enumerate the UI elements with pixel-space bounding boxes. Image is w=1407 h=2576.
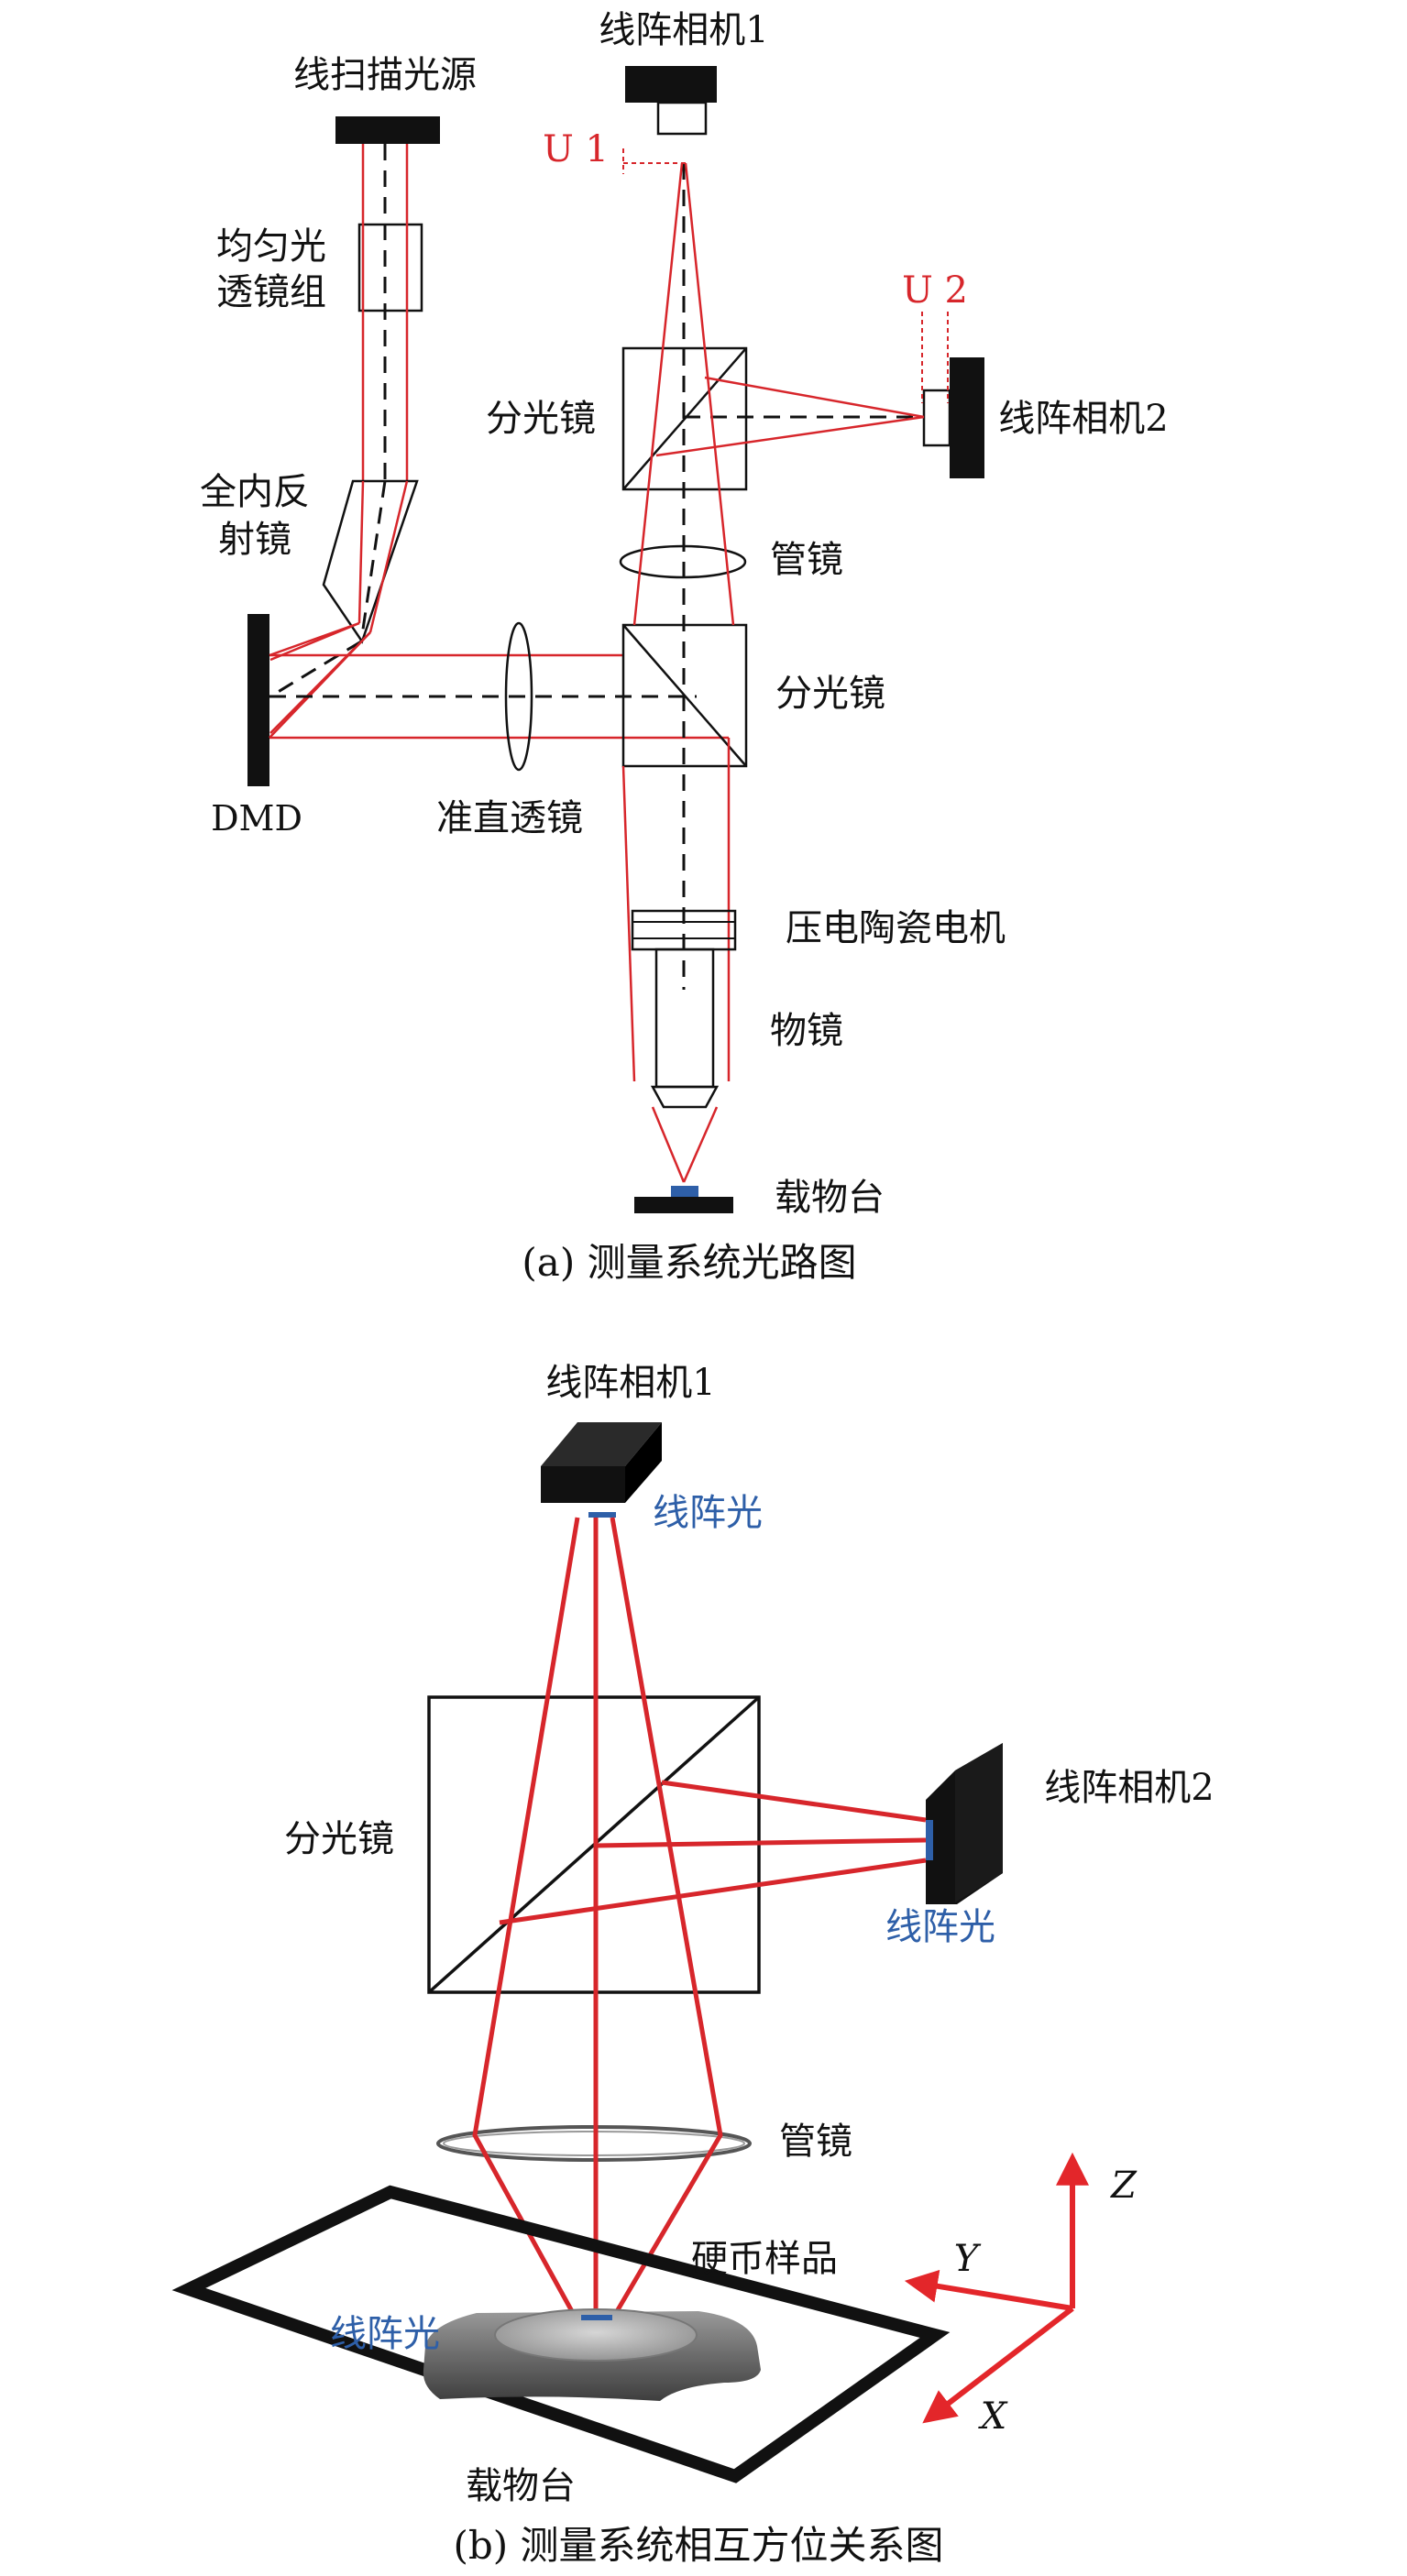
label-light-source: 线扫描光源 (293, 54, 477, 96)
label-camera1-a: 线阵相机1 (599, 9, 768, 51)
panel-a: 线阵相机1 线扫描光源 均匀光 透镜组 U 1 U 2 分光镜 线阵相机2 全内… (200, 9, 1169, 1285)
label-beamsplitter-top: 分光镜 (486, 398, 596, 440)
label-beamsplitter-bottom: 分光镜 (775, 673, 885, 715)
camera2-sensor (922, 389, 951, 447)
imaging-beam (621, 162, 925, 1183)
objective-tip (650, 1085, 720, 1109)
label-stage-b: 载物台 (466, 2465, 576, 2507)
label-coin-sample: 硬币样品 (691, 2238, 838, 2280)
label-line-light-sample: 线阵光 (330, 2313, 440, 2355)
u-markers (622, 148, 949, 403)
label-u1: U 1 (543, 128, 609, 170)
label-line-light-right: 线阵光 (885, 1906, 995, 1948)
panel-b: 线阵相机1 线阵光 分光镜 线阵相机2 线阵光 管镜 硬币样品 线阵光 载物台 … (171, 1362, 1215, 2568)
axis-x-arrow (922, 2306, 1074, 2424)
collimated-beam (269, 621, 729, 740)
label-collimator: 准直透镜 (436, 797, 583, 839)
label-dmd: DMD (211, 798, 302, 839)
light-source (335, 116, 440, 144)
stage-a (634, 1197, 733, 1213)
camera1-b-side (625, 1422, 662, 1503)
stage-frame-b (171, 2185, 951, 2483)
tir-mirror (322, 479, 419, 644)
label-camera1-b: 线阵相机1 (545, 1362, 715, 1404)
camera2-b-linearray (926, 1820, 933, 1860)
label-axis-x: X (978, 2395, 1008, 2438)
camera1-body (625, 66, 717, 103)
label-tube-lens-b: 管镜 (779, 2121, 852, 2163)
camera1-b-linearray (588, 1512, 616, 1518)
tir-axis (359, 480, 387, 642)
tir-axis-reflect (269, 640, 362, 698)
camera2-b-side (955, 1743, 1003, 1902)
label-camera2-b: 线阵相机2 (1044, 1767, 1214, 1809)
label-tube-lens-a: 管镜 (770, 539, 843, 581)
label-camera2-a: 线阵相机2 (998, 398, 1168, 440)
label-homogenizer-1: 均匀光 (216, 225, 326, 268)
sample-linearray (581, 2315, 612, 2320)
label-objective: 物镜 (770, 1010, 843, 1052)
coin-sample (494, 2308, 698, 2362)
source-beam (361, 144, 409, 481)
label-axis-y: Y (954, 2238, 982, 2280)
coordinate-axes (904, 2152, 1089, 2424)
camera2-body (950, 357, 984, 478)
caption-a: (a) 测量系统光路图 (522, 1240, 856, 1285)
caption-b: (b) 测量系统相互方位关系图 (453, 2523, 943, 2568)
label-stage-a: 载物台 (775, 1177, 885, 1219)
label-axis-z: Z (1109, 2165, 1138, 2207)
sample-a (671, 1186, 698, 1197)
beams-b (472, 1517, 927, 2315)
homogenizer-lens (357, 223, 423, 312)
camera1-b-front (541, 1466, 625, 1503)
label-piezo: 压电陶瓷电机 (786, 907, 1006, 949)
camera1-sensor (656, 101, 708, 136)
label-tir-1: 全内反 (200, 471, 310, 513)
label-u2: U 2 (902, 269, 968, 312)
label-line-light-top: 线阵光 (653, 1492, 763, 1534)
axis-y-arrow (904, 2269, 1073, 2311)
label-beamsplitter-b: 分光镜 (284, 1818, 394, 1860)
label-homogenizer-2: 透镜组 (216, 271, 326, 313)
label-tir-2: 射镜 (218, 519, 291, 561)
camera1-b-box (541, 1422, 662, 1466)
dmd (247, 614, 269, 786)
collimator-lens (504, 621, 533, 772)
